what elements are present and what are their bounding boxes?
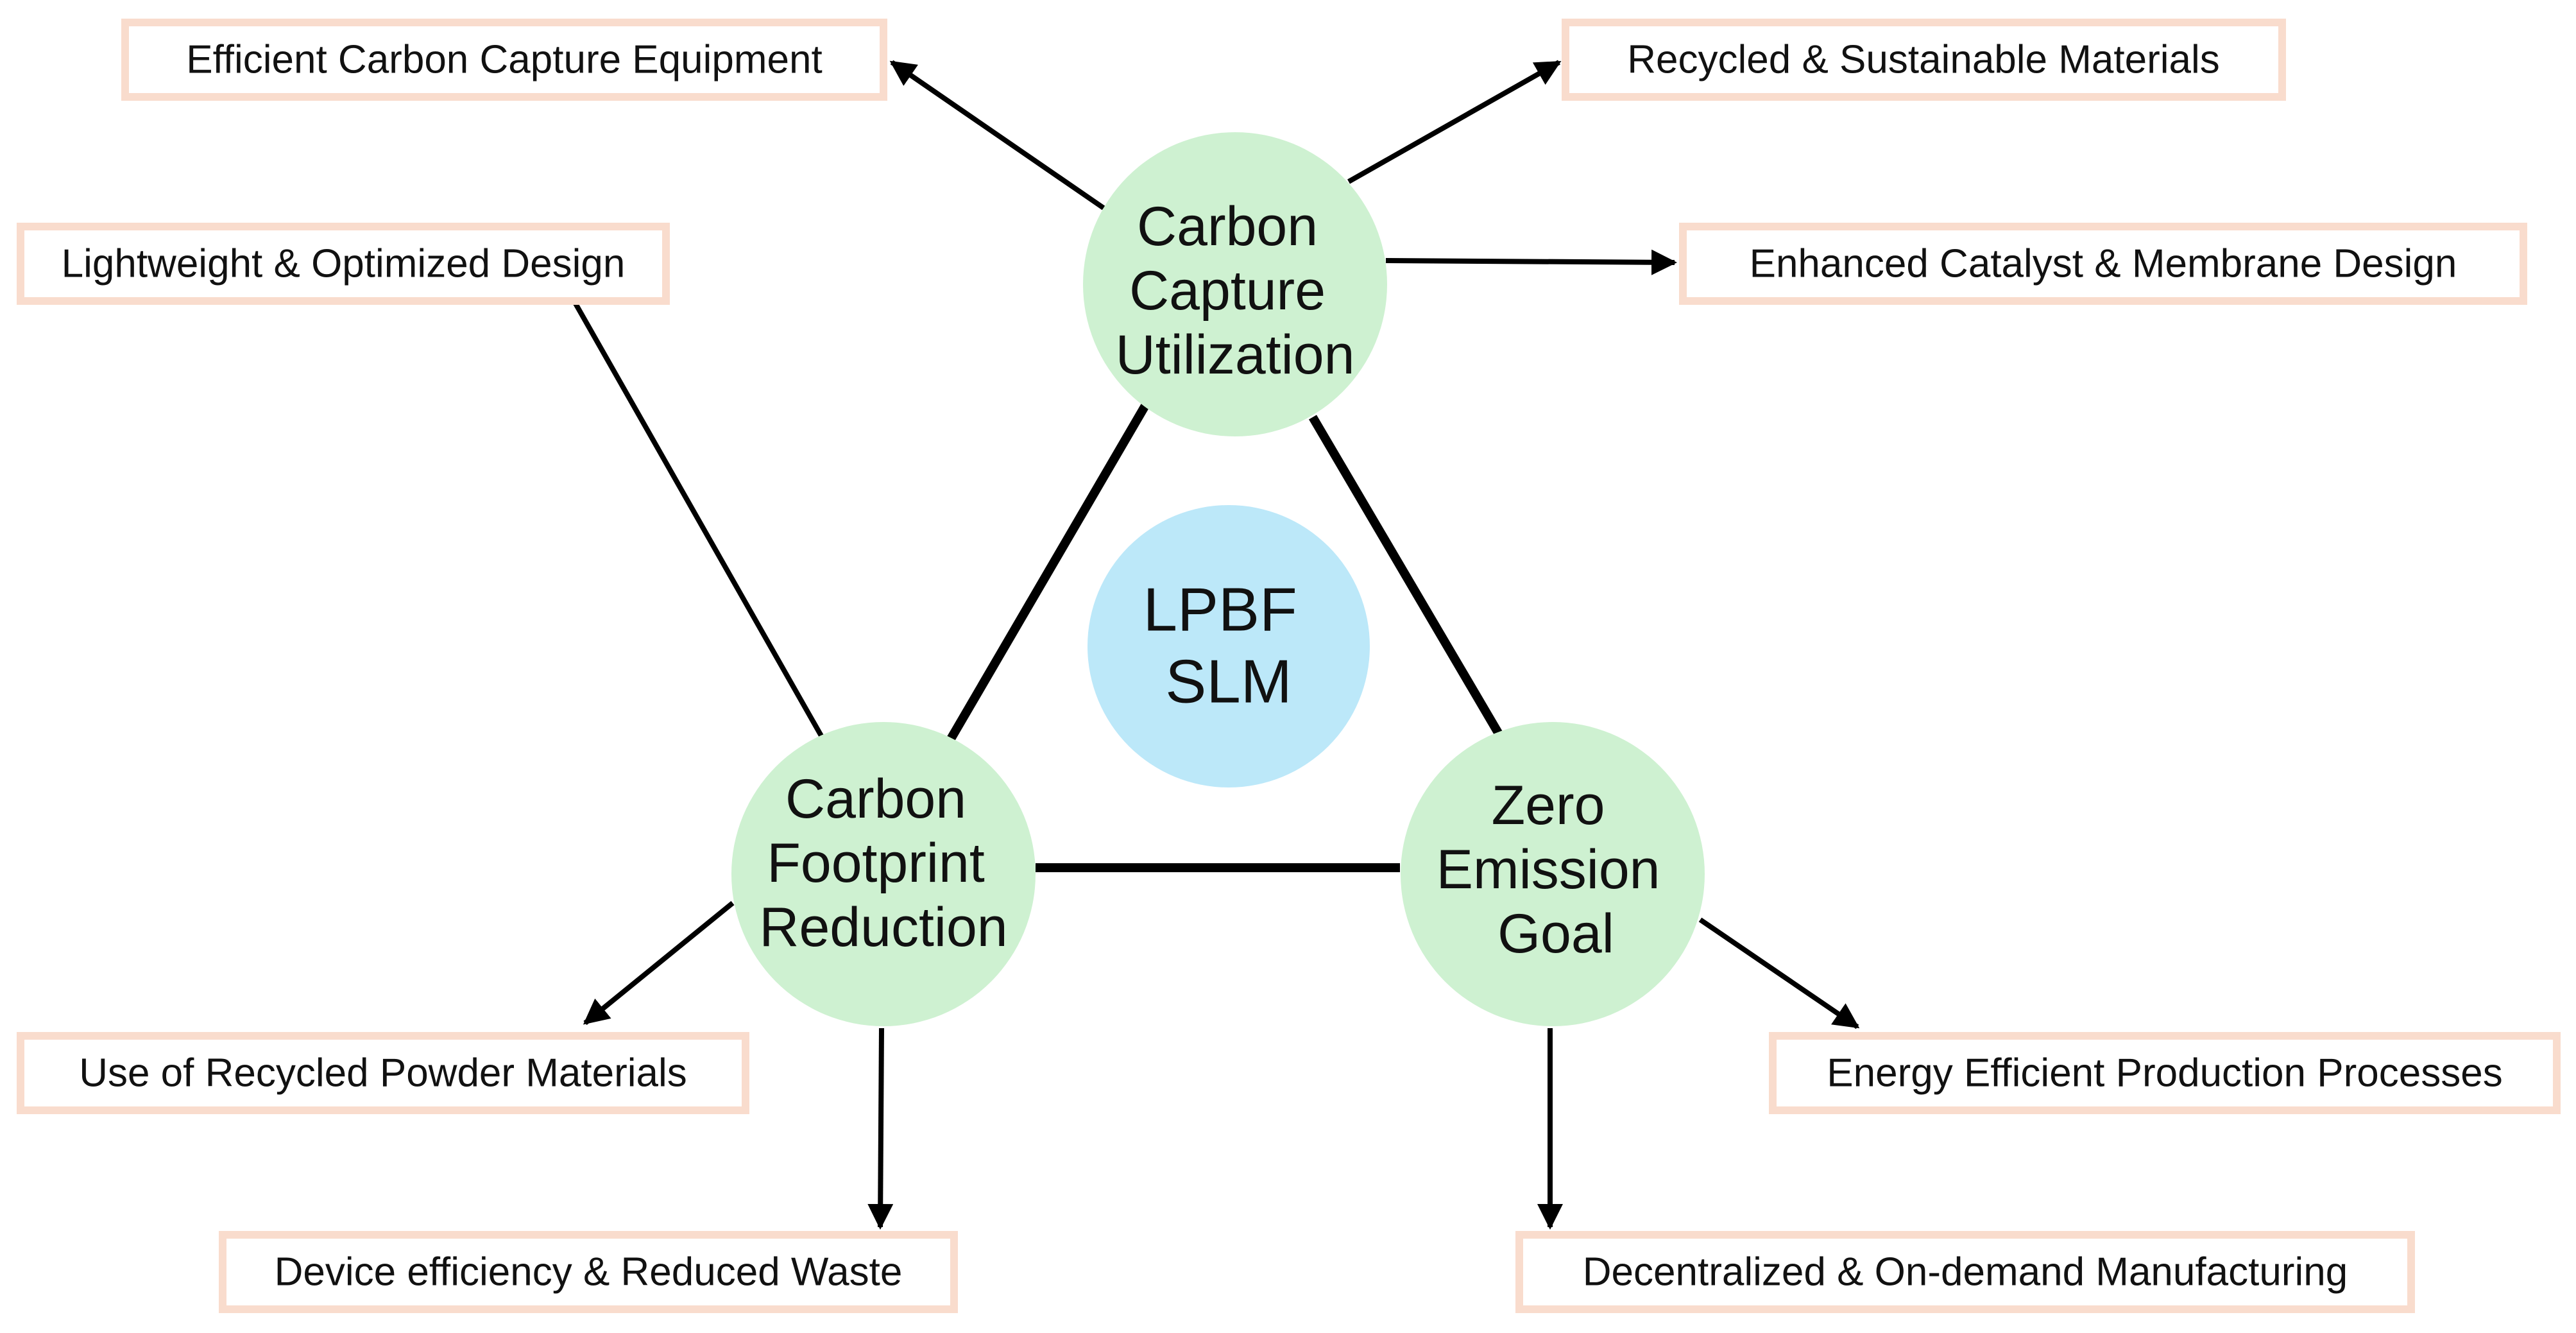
outcome-arrows [554, 60, 1860, 1230]
svg-text:Carbon Capture Uti: Carbon Capture Utilization [1116, 177, 1355, 386]
node-zero-line-3: Goal [1497, 903, 1614, 965]
box-recycled-sustainable-label: Recycled & Sustainable Materials [1627, 38, 2220, 82]
node-capture-line-3: Utilization [1116, 324, 1355, 386]
box-efficient-capture: Efficient Carbon Capture Equipment [121, 19, 887, 101]
node-carbon-footprint-reduction: Carbon Footprint Reduction [731, 722, 1036, 1026]
box-lightweight-design: Lightweight & Optimized Design [17, 223, 670, 305]
triangle-edges [944, 403, 1504, 872]
box-decentralized-label: Decentralized & On-demand Manufacturing [1583, 1250, 2348, 1294]
box-energy-efficient: Energy Efficient Production Processes [1769, 1032, 2561, 1114]
center-line-2: SLM [1165, 648, 1292, 716]
box-decentralized: Decentralized & On-demand Manufacturing [1515, 1231, 2415, 1313]
center-line-1: LPBF [1143, 576, 1297, 644]
arrow-to-catalyst-membrane [1385, 249, 1677, 275]
box-recycled-powder-label: Use of Recycled Powder Materials [79, 1051, 687, 1096]
arrow-to-efficient-capture [889, 60, 1105, 211]
arrow-to-device-efficiency [867, 1028, 894, 1230]
box-recycled-sustainable: Recycled & Sustainable Materials [1562, 19, 2286, 101]
node-footprint-line-2: Footprint [767, 832, 984, 894]
box-catalyst-membrane-label: Enhanced Catalyst & Membrane Design [1750, 242, 2457, 286]
box-device-efficiency-label: Device efficiency & Reduced Waste [275, 1250, 903, 1294]
box-energy-efficient-label: Energy Efficient Production Processes [1827, 1051, 2502, 1096]
arrow-to-recycled-sustainable [1347, 60, 1562, 184]
box-recycled-powder: Use of Recycled Powder Materials [17, 1032, 749, 1114]
arrow-to-recycled-powder [583, 900, 735, 1026]
node-zero-emission-goal: Zero Emission Goal [1401, 722, 1705, 1026]
node-capture-line-1: Carbon [1137, 196, 1318, 257]
node-footprint-line-3: Reduction [759, 897, 1007, 958]
box-device-efficiency: Device efficiency & Reduced Waste [219, 1231, 958, 1313]
box-catalyst-membrane: Enhanced Catalyst & Membrane Design [1679, 223, 2527, 305]
svg-text:LPBF SLM: LPBF SLM [1143, 555, 1315, 716]
svg-text:Carbon Footprint R: Carbon Footprint Reduction [759, 750, 1007, 958]
edge-capture-zero [1308, 415, 1504, 737]
center-lpbf-slm: LPBF SLM [1088, 505, 1370, 787]
svg-text:Zero Emission Goal: Zero Emission Goal [1437, 756, 1676, 965]
arrow-to-lightweight-design [554, 268, 825, 739]
node-zero-line-2: Emission [1437, 839, 1660, 900]
node-capture-line-2: Capture [1129, 260, 1326, 322]
node-zero-line-1: Zero [1492, 775, 1605, 836]
edge-capture-footprint [944, 403, 1150, 746]
arrow-to-energy-efficient [1698, 917, 1860, 1029]
box-efficient-capture-label: Efficient Carbon Capture Equipment [186, 38, 822, 82]
node-carbon-capture-utilization: Carbon Capture Utilization [1083, 132, 1387, 436]
node-footprint-line-1: Carbon [785, 768, 966, 830]
box-lightweight-design-label: Lightweight & Optimized Design [62, 242, 626, 286]
